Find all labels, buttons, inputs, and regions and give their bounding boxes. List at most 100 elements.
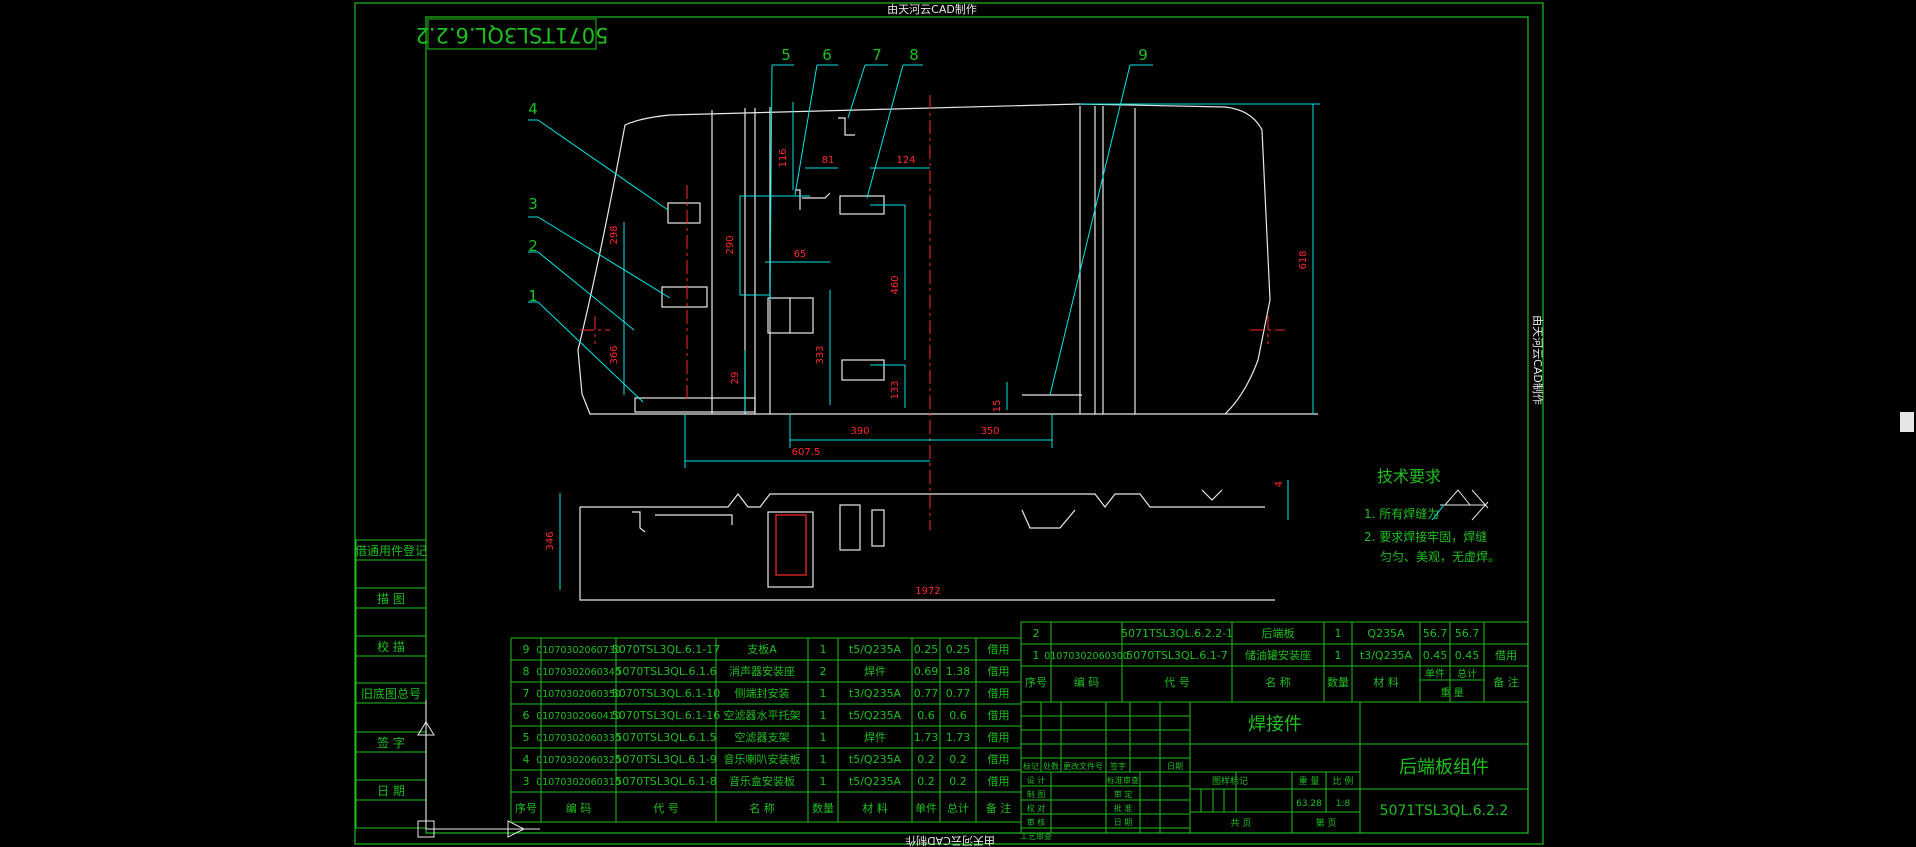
bom-left-cell: 0.77 (946, 687, 971, 700)
bom-left-header-cell: 数量 (812, 802, 834, 815)
part-name: 后端板组件 (1399, 757, 1489, 778)
bom-left-cell: 0.2 (949, 753, 967, 766)
bom-left-cell: 焊件 (864, 730, 886, 744)
dim-29: 29 (730, 372, 741, 385)
bom-left-cell: 0.25 (946, 643, 971, 656)
bom-left-cell: 01070302060410 (536, 711, 621, 722)
bom-left-cell: 5070TSL3QL.6.1-17 (612, 643, 721, 656)
side-label-trace: 描 图 (377, 592, 405, 606)
bom-right-cell: 56.7 (1423, 627, 1448, 640)
side-label-registry: 借通用件登记 (355, 543, 427, 558)
dim-133: 133 (890, 380, 901, 399)
tb-check: 校 对 (1027, 803, 1046, 813)
bom-right-header-cell: 代 号 (1164, 676, 1190, 689)
bom-left-cell: t5/Q235A (849, 775, 902, 788)
bom-left-cell: 01070302060340 (536, 667, 621, 678)
bom-left-cell: 7 (523, 687, 530, 700)
bom-left-cell: 0.2 (917, 775, 935, 788)
scrollbar-thumb[interactable] (1900, 412, 1914, 432)
bom-right-cell: 后端板 (1262, 626, 1295, 640)
inner-frame (425, 16, 1529, 834)
bom-left-cell: 1.38 (946, 665, 971, 678)
process-type: 焊接件 (1248, 714, 1302, 735)
tb-scale: 1:8 (1336, 799, 1351, 809)
title-block-text: 焊接件 后端板组件 5071TSL3QL.6.2.2 标记 处数 更改文件号 签… (1020, 714, 1508, 841)
tech-req-line-2: 2. 要求焊接牢固，焊缝 (1364, 529, 1487, 544)
bom-left-cell: 8 (523, 665, 530, 678)
bom-left-cell: 1 (820, 753, 827, 766)
bom-right-header-cell: 编 码 (1074, 675, 1100, 689)
tech-req-line-3: 匀匀、美观，无虚焊。 (1380, 549, 1500, 564)
dim-65: 65 (794, 249, 807, 260)
bom-left-cell: 借用 (988, 775, 1010, 788)
balloon-leaders (528, 64, 1153, 403)
tb-draw: 制 图 (1027, 789, 1046, 799)
tb-sign: 签字 (1110, 761, 1126, 771)
bom-left-cell: 借用 (988, 643, 1010, 656)
dim-460: 460 (890, 275, 901, 294)
bom-right-cell: 1 (1335, 627, 1342, 640)
bom-right-header-cell: 单件 (1425, 668, 1445, 680)
bom-right-header-cell: 序号 (1025, 675, 1047, 689)
dimension-texts: 298 290 116 81 124 65 460 333 366 29 133… (545, 148, 1309, 597)
bom-left-cell: 0.2 (917, 753, 935, 766)
bom-left-cell: 01070302060330 (536, 733, 621, 744)
bom-left-cell: 5 (523, 731, 530, 744)
balloon-9: 9 (1138, 46, 1148, 64)
bom-right-cell: 1 (1033, 649, 1040, 662)
bom-left-cell: 5070TSL3QL.6.1.5 (615, 731, 716, 744)
bom-left-table (510, 637, 1022, 823)
tb-date2: 日 期 (1114, 818, 1133, 827)
tb-count: 处数 (1043, 761, 1059, 771)
bom-left-header-cell: 名 称 (749, 801, 775, 815)
bom-left-cell: 借用 (988, 687, 1010, 700)
bom-left-header-cell: 材 料 (862, 801, 888, 815)
bom-right-cell: 2 (1033, 627, 1040, 640)
top-view (579, 489, 1275, 601)
bom-left-header-cell: 备 注 (986, 801, 1012, 815)
bom-left-cell: 1.73 (946, 731, 971, 744)
tb-std-review: 标准审查 (1107, 775, 1139, 785)
bom-left-cell: 1 (820, 775, 827, 788)
tb-sheet-no: 第 页 (1316, 817, 1337, 829)
tb-mark: 标记 (1023, 761, 1039, 771)
bom-left-cell: 侧端封安装 (735, 686, 790, 700)
bom-left-cell: 5070TSL3QL.6.1-9 (615, 753, 717, 766)
bom-right-header-cell: 总计 (1457, 667, 1477, 680)
bom-right-header-cell: 数量 (1327, 676, 1349, 689)
bom-right-cell: 0.45 (1423, 649, 1448, 662)
bom-left-cell: 焊件 (864, 664, 886, 678)
tech-req-line-1: 1. 所有焊缝为 (1364, 506, 1439, 521)
bom-left-cell: 4 (523, 753, 530, 766)
origin-marker (417, 700, 540, 838)
dimension-lines (559, 102, 1320, 601)
vertical-scrollbar[interactable] (1898, 0, 1916, 847)
side-label-sign: 签 字 (377, 735, 405, 750)
bom-right-cell: t3/Q235A (1360, 649, 1413, 662)
side-stamp-table (355, 539, 427, 829)
watermark-top: 由天河云CAD制作 (887, 2, 977, 16)
drawing-number-box (427, 18, 597, 50)
tb-file: 更改文件号 (1063, 761, 1103, 771)
bom-left-cell: 借用 (988, 665, 1010, 678)
dim-390: 390 (850, 426, 869, 437)
tb-stage: 图样标记 (1212, 775, 1248, 787)
bom-left-header-cell: 序号 (515, 801, 537, 815)
side-label-date: 日 期 (377, 784, 405, 798)
bom-left-cell: 5070TSL3QL.6.1-8 (615, 775, 717, 788)
centerlines (580, 95, 1285, 530)
bom-left-cell: 01070302060350 (536, 689, 621, 700)
bom-left-cell: 01070302060730 (536, 645, 621, 656)
bom-right-header-cell: 材 料 (1373, 675, 1399, 689)
bom-left-cell: 0.25 (914, 643, 939, 656)
bom-left-cell: 5070TSL3QL.6.1-16 (612, 709, 721, 722)
balloon-1: 1 (528, 287, 538, 305)
bom-left-cell: 借用 (988, 753, 1010, 766)
bom-left-cell: 01070302060320 (536, 755, 621, 766)
bom-left-header-cell: 总计 (947, 801, 969, 815)
dim-298: 298 (609, 225, 620, 244)
outer-frame (354, 2, 1544, 845)
